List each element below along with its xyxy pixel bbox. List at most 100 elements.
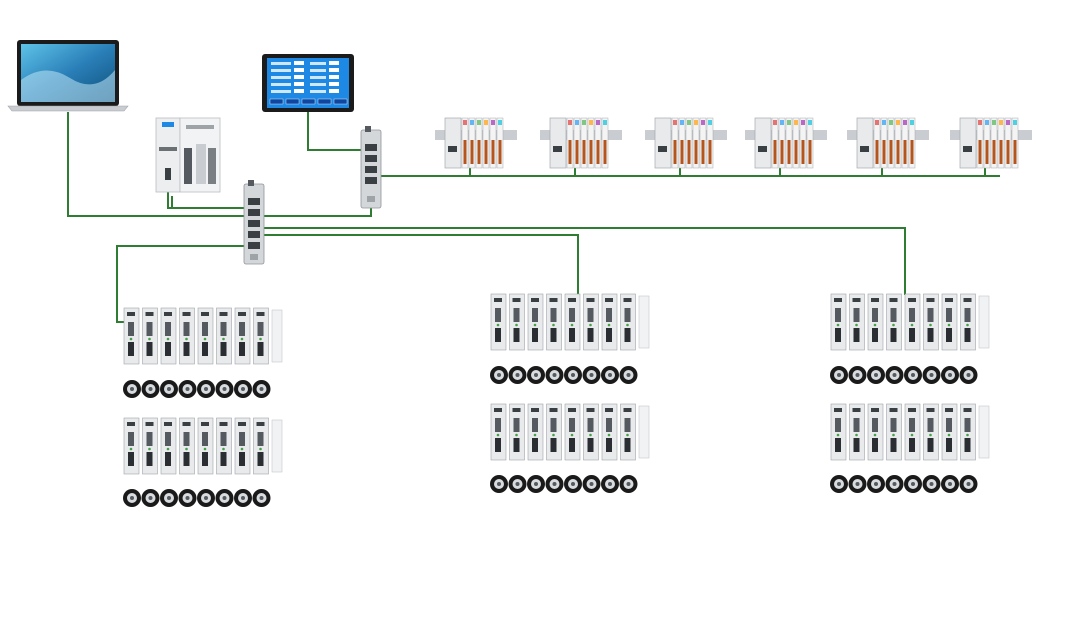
servo-motor-icon[interactable] [123, 380, 141, 398]
servo-drive-icon[interactable] [216, 417, 232, 475]
servo-drive-icon[interactable] [867, 403, 884, 461]
servo-drive-icon[interactable] [941, 403, 958, 461]
servo-motor-icon[interactable] [941, 475, 959, 493]
servo-drive-icon[interactable] [123, 307, 140, 365]
hmi-soft-button[interactable] [317, 98, 332, 105]
servo-drive-icon[interactable] [830, 403, 847, 461]
servo-motor-icon[interactable] [582, 475, 601, 493]
servo-motor-icon[interactable] [830, 366, 848, 384]
servo-drive-icon[interactable] [179, 417, 195, 475]
servo-drive-icon[interactable] [253, 417, 269, 475]
servo-motor-icon[interactable] [830, 475, 848, 493]
servo-drive-icon[interactable] [564, 403, 581, 461]
servo-motor-icon[interactable] [141, 380, 160, 398]
servo-drive-icon[interactable] [830, 293, 847, 351]
servo-motor-icon[interactable] [508, 366, 527, 384]
servo-motor-icon[interactable] [959, 366, 978, 384]
servo-motor-icon[interactable] [527, 366, 545, 384]
servo-motor-icon[interactable] [178, 380, 197, 398]
servo-drive-icon[interactable] [960, 403, 976, 461]
servo-drive-icon[interactable] [160, 307, 177, 365]
servo-drive-icon[interactable] [904, 403, 921, 461]
servo-motor-icon[interactable] [941, 366, 959, 384]
servo-motor-icon[interactable] [215, 489, 234, 507]
servo-motor-icon[interactable] [904, 475, 922, 493]
servo-drive-icon[interactable] [527, 403, 544, 461]
hmi-soft-button[interactable] [301, 98, 316, 105]
plc-controller-icon[interactable] [155, 117, 221, 193]
servo-motor-icon[interactable] [601, 475, 619, 493]
servo-drive-icon[interactable] [601, 293, 618, 351]
servo-drive-icon[interactable] [546, 293, 562, 351]
servo-drive-icon[interactable] [509, 403, 525, 461]
servo-motor-icon[interactable] [582, 366, 601, 384]
remote-io-module-icon[interactable] [645, 117, 727, 169]
servo-drive-icon[interactable] [197, 417, 214, 475]
servo-drive-icon[interactable] [123, 417, 140, 475]
ethernet-switch-main[interactable] [243, 180, 265, 265]
servo-motor-icon[interactable] [234, 489, 252, 507]
servo-drive-icon[interactable] [583, 293, 599, 351]
servo-drive-icon[interactable] [142, 307, 158, 365]
servo-drive-icon[interactable] [179, 307, 195, 365]
servo-drive-icon[interactable] [923, 293, 939, 351]
servo-motor-icon[interactable] [867, 475, 885, 493]
servo-drive-icon[interactable] [234, 417, 251, 475]
servo-motor-icon[interactable] [564, 475, 582, 493]
servo-motor-icon[interactable] [848, 366, 867, 384]
servo-motor-icon[interactable] [527, 475, 545, 493]
servo-motor-icon[interactable] [922, 366, 941, 384]
servo-motor-icon[interactable] [490, 475, 508, 493]
servo-motor-icon[interactable] [197, 380, 215, 398]
remote-io-module-icon[interactable] [745, 117, 827, 169]
servo-motor-icon[interactable] [885, 475, 904, 493]
laptop-icon[interactable] [7, 40, 129, 112]
servo-motor-icon[interactable] [848, 475, 867, 493]
servo-motor-icon[interactable] [234, 380, 252, 398]
servo-drive-icon[interactable] [142, 417, 158, 475]
servo-drive-icon[interactable] [490, 403, 507, 461]
servo-motor-icon[interactable] [252, 380, 271, 398]
servo-drive-icon[interactable] [923, 403, 939, 461]
servo-drive-icon[interactable] [849, 293, 865, 351]
remote-io-module-icon[interactable] [435, 117, 517, 169]
servo-motor-icon[interactable] [160, 489, 178, 507]
servo-drive-icon[interactable] [564, 293, 581, 351]
servo-motor-icon[interactable] [922, 475, 941, 493]
servo-drive-icon[interactable] [960, 293, 976, 351]
servo-drive-icon[interactable] [886, 293, 902, 351]
servo-drive-icon[interactable] [527, 293, 544, 351]
servo-drive-icon[interactable] [620, 293, 636, 351]
servo-drive-icon[interactable] [509, 293, 525, 351]
servo-motor-icon[interactable] [867, 366, 885, 384]
servo-drive-icon[interactable] [886, 403, 902, 461]
servo-motor-icon[interactable] [959, 475, 978, 493]
servo-motor-icon[interactable] [619, 366, 638, 384]
servo-motor-icon[interactable] [564, 366, 582, 384]
servo-motor-icon[interactable] [508, 475, 527, 493]
remote-io-module-icon[interactable] [847, 117, 929, 169]
servo-motor-icon[interactable] [160, 380, 178, 398]
servo-motor-icon[interactable] [885, 366, 904, 384]
servo-drive-icon[interactable] [849, 403, 865, 461]
servo-drive-icon[interactable] [197, 307, 214, 365]
ethernet-switch-io[interactable] [360, 126, 382, 209]
servo-motor-icon[interactable] [601, 366, 619, 384]
servo-motor-icon[interactable] [141, 489, 160, 507]
servo-drive-icon[interactable] [234, 307, 251, 365]
servo-drive-icon[interactable] [490, 293, 507, 351]
servo-drive-icon[interactable] [867, 293, 884, 351]
remote-io-module-icon[interactable] [950, 117, 1032, 169]
servo-motor-icon[interactable] [178, 489, 197, 507]
servo-motor-icon[interactable] [215, 380, 234, 398]
hmi-soft-button[interactable] [269, 98, 284, 105]
servo-drive-icon[interactable] [904, 293, 921, 351]
servo-motor-icon[interactable] [619, 475, 638, 493]
servo-motor-icon[interactable] [252, 489, 271, 507]
servo-motor-icon[interactable] [490, 366, 508, 384]
hmi-soft-button[interactable] [333, 98, 348, 105]
servo-motor-icon[interactable] [545, 366, 564, 384]
servo-motor-icon[interactable] [197, 489, 215, 507]
remote-io-module-icon[interactable] [540, 117, 622, 169]
servo-drive-icon[interactable] [546, 403, 562, 461]
